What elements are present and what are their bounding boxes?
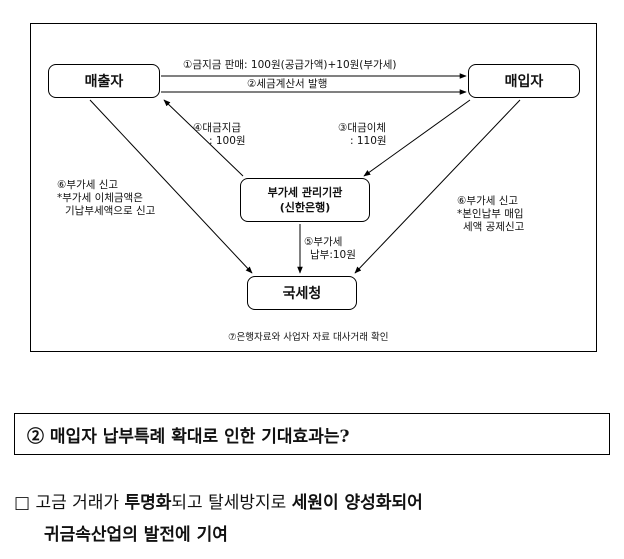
answer-text-1: 고금 거래가 [35, 493, 125, 513]
bullet-square: □ [14, 493, 31, 513]
label-step7: ⑦은행자료와 사업자 자료 대사거래 확인 [228, 332, 389, 343]
label-step6-left-line2: *부가세 이체금액은 [57, 192, 143, 204]
label-step6-left: ⑥부가세 신고 *부가세 이체금액은 기납부세액으로 신고 [57, 179, 155, 218]
label-step4: ④대금지급 : 100원 [193, 122, 246, 148]
node-bank-label-1: 부가세 관리기관 [267, 186, 343, 199]
arrow-buyer-report [354, 99, 521, 274]
label-step3-line2: : 110원 [350, 135, 387, 147]
label-step6-right-line3: 세액 공제신고 [463, 221, 525, 233]
label-step4-line2: : 100원 [209, 135, 246, 147]
node-bank-label-2: (신한은행) [279, 201, 331, 214]
node-buyer-label: 매입자 [504, 74, 544, 90]
answer-line-1: □ 고금 거래가 투명화되고 탈세방지로 세원이 양성화되어 [14, 487, 614, 519]
answer-paragraph: □ 고금 거래가 투명화되고 탈세방지로 세원이 양성화되어 귀금속산업의 발전… [14, 487, 614, 551]
label-step4-line1: ④대금지급 [193, 122, 242, 134]
answer-text-4: 세원이 양성화되어 [291, 493, 423, 513]
label-step3: ③대금이체 : 110원 [338, 122, 387, 148]
arrow-seller-report [89, 99, 253, 274]
label-step3-line1: ③대금이체 [338, 122, 387, 134]
answer-text-3: 되고 탈세방지로 [171, 493, 292, 513]
node-seller-label: 매출자 [84, 74, 124, 90]
label-step6-right: ⑥부가세 신고 *본인납부 매입 세액 공제신고 [457, 195, 524, 234]
question-text: ② 매입자 납부특례 확대로 인한 기대효과는? [27, 426, 350, 447]
node-seller: 매출자 [48, 64, 160, 98]
label-step5: ⑤부가세 납부:10원 [304, 236, 356, 262]
label-step6-right-line1: ⑥부가세 신고 [457, 195, 519, 207]
label-step5-line2: 납부:10원 [310, 249, 356, 261]
label-step6-left-line1: ⑥부가세 신고 [57, 179, 119, 191]
question-box: ② 매입자 납부특례 확대로 인한 기대효과는? [14, 413, 610, 455]
arrow-transfer-to-bank [363, 99, 471, 177]
node-nts: 국세청 [247, 276, 357, 310]
label-step1: ①금지금 판매: 100원(공급가액)+10원(부가세) [183, 59, 397, 71]
label-step6-right-line2: *본인납부 매입 [457, 208, 524, 220]
label-step6-left-line3: 기납부세액으로 신고 [65, 205, 156, 217]
label-step2: ②세금계산서 발행 [247, 78, 328, 90]
diagram-frame [30, 23, 597, 352]
answer-text-2: 투명화 [124, 493, 172, 513]
node-buyer: 매입자 [468, 64, 580, 98]
label-step5-line1: ⑤부가세 [304, 236, 343, 248]
answer-line-2: 귀금속산업의 발전에 기여 [44, 525, 228, 545]
node-nts-label: 국세청 [282, 286, 322, 302]
arrow-payment-to-seller [163, 99, 244, 177]
node-bank: 부가세 관리기관 (신한은행) [240, 178, 370, 222]
